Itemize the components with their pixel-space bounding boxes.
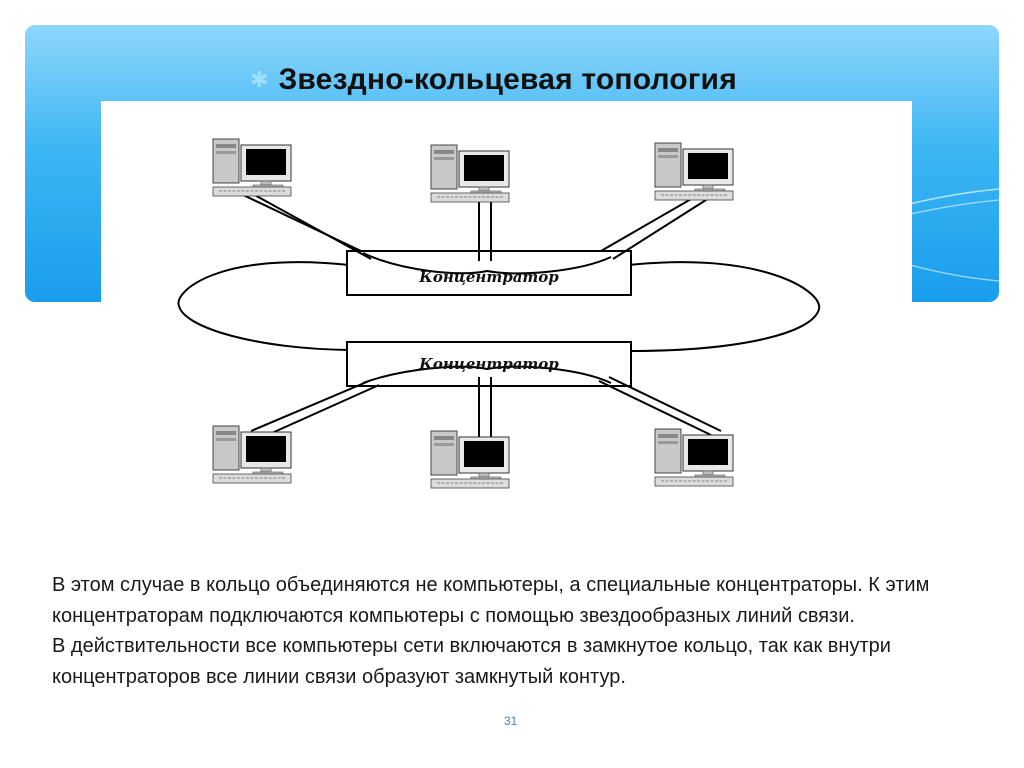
slide-title-text: Звездно-кольцевая топология — [278, 63, 737, 96]
top-star-cables — [238, 190, 718, 275]
hub-top-box — [346, 250, 632, 296]
body-paragraph-1: В этом случае в кольцо объединяются не к… — [52, 574, 930, 627]
computer-icon — [654, 142, 734, 201]
bottom-star-cables — [250, 365, 722, 441]
body-paragraph-2: В действительности все компьютеры сети в… — [52, 635, 891, 688]
ring-right-segment — [628, 261, 821, 352]
ring-left-segment — [177, 261, 350, 351]
computer-icon — [430, 430, 510, 489]
star-ring-diagram: Концентратор Концентратор — [177, 138, 821, 489]
slide-title: ✱ Звездно-кольцевая топология — [250, 58, 737, 102]
hub-top-label: Концентратор — [418, 268, 559, 286]
hub-bottom-label: Концентратор — [418, 355, 559, 373]
computer-icon — [212, 425, 292, 484]
topology-diagram: Концентратор Концентратор — [101, 101, 912, 521]
page-number: 31 — [504, 714, 518, 728]
hub-bottom-box — [346, 341, 632, 387]
asterisk-bullet-icon: ✱ — [250, 67, 269, 93]
computer-icon — [430, 144, 510, 203]
computer-icon — [212, 138, 292, 197]
computer-icon — [654, 428, 734, 487]
slide-body-text: В этом случае в кольцо объединяются не к… — [52, 570, 982, 692]
